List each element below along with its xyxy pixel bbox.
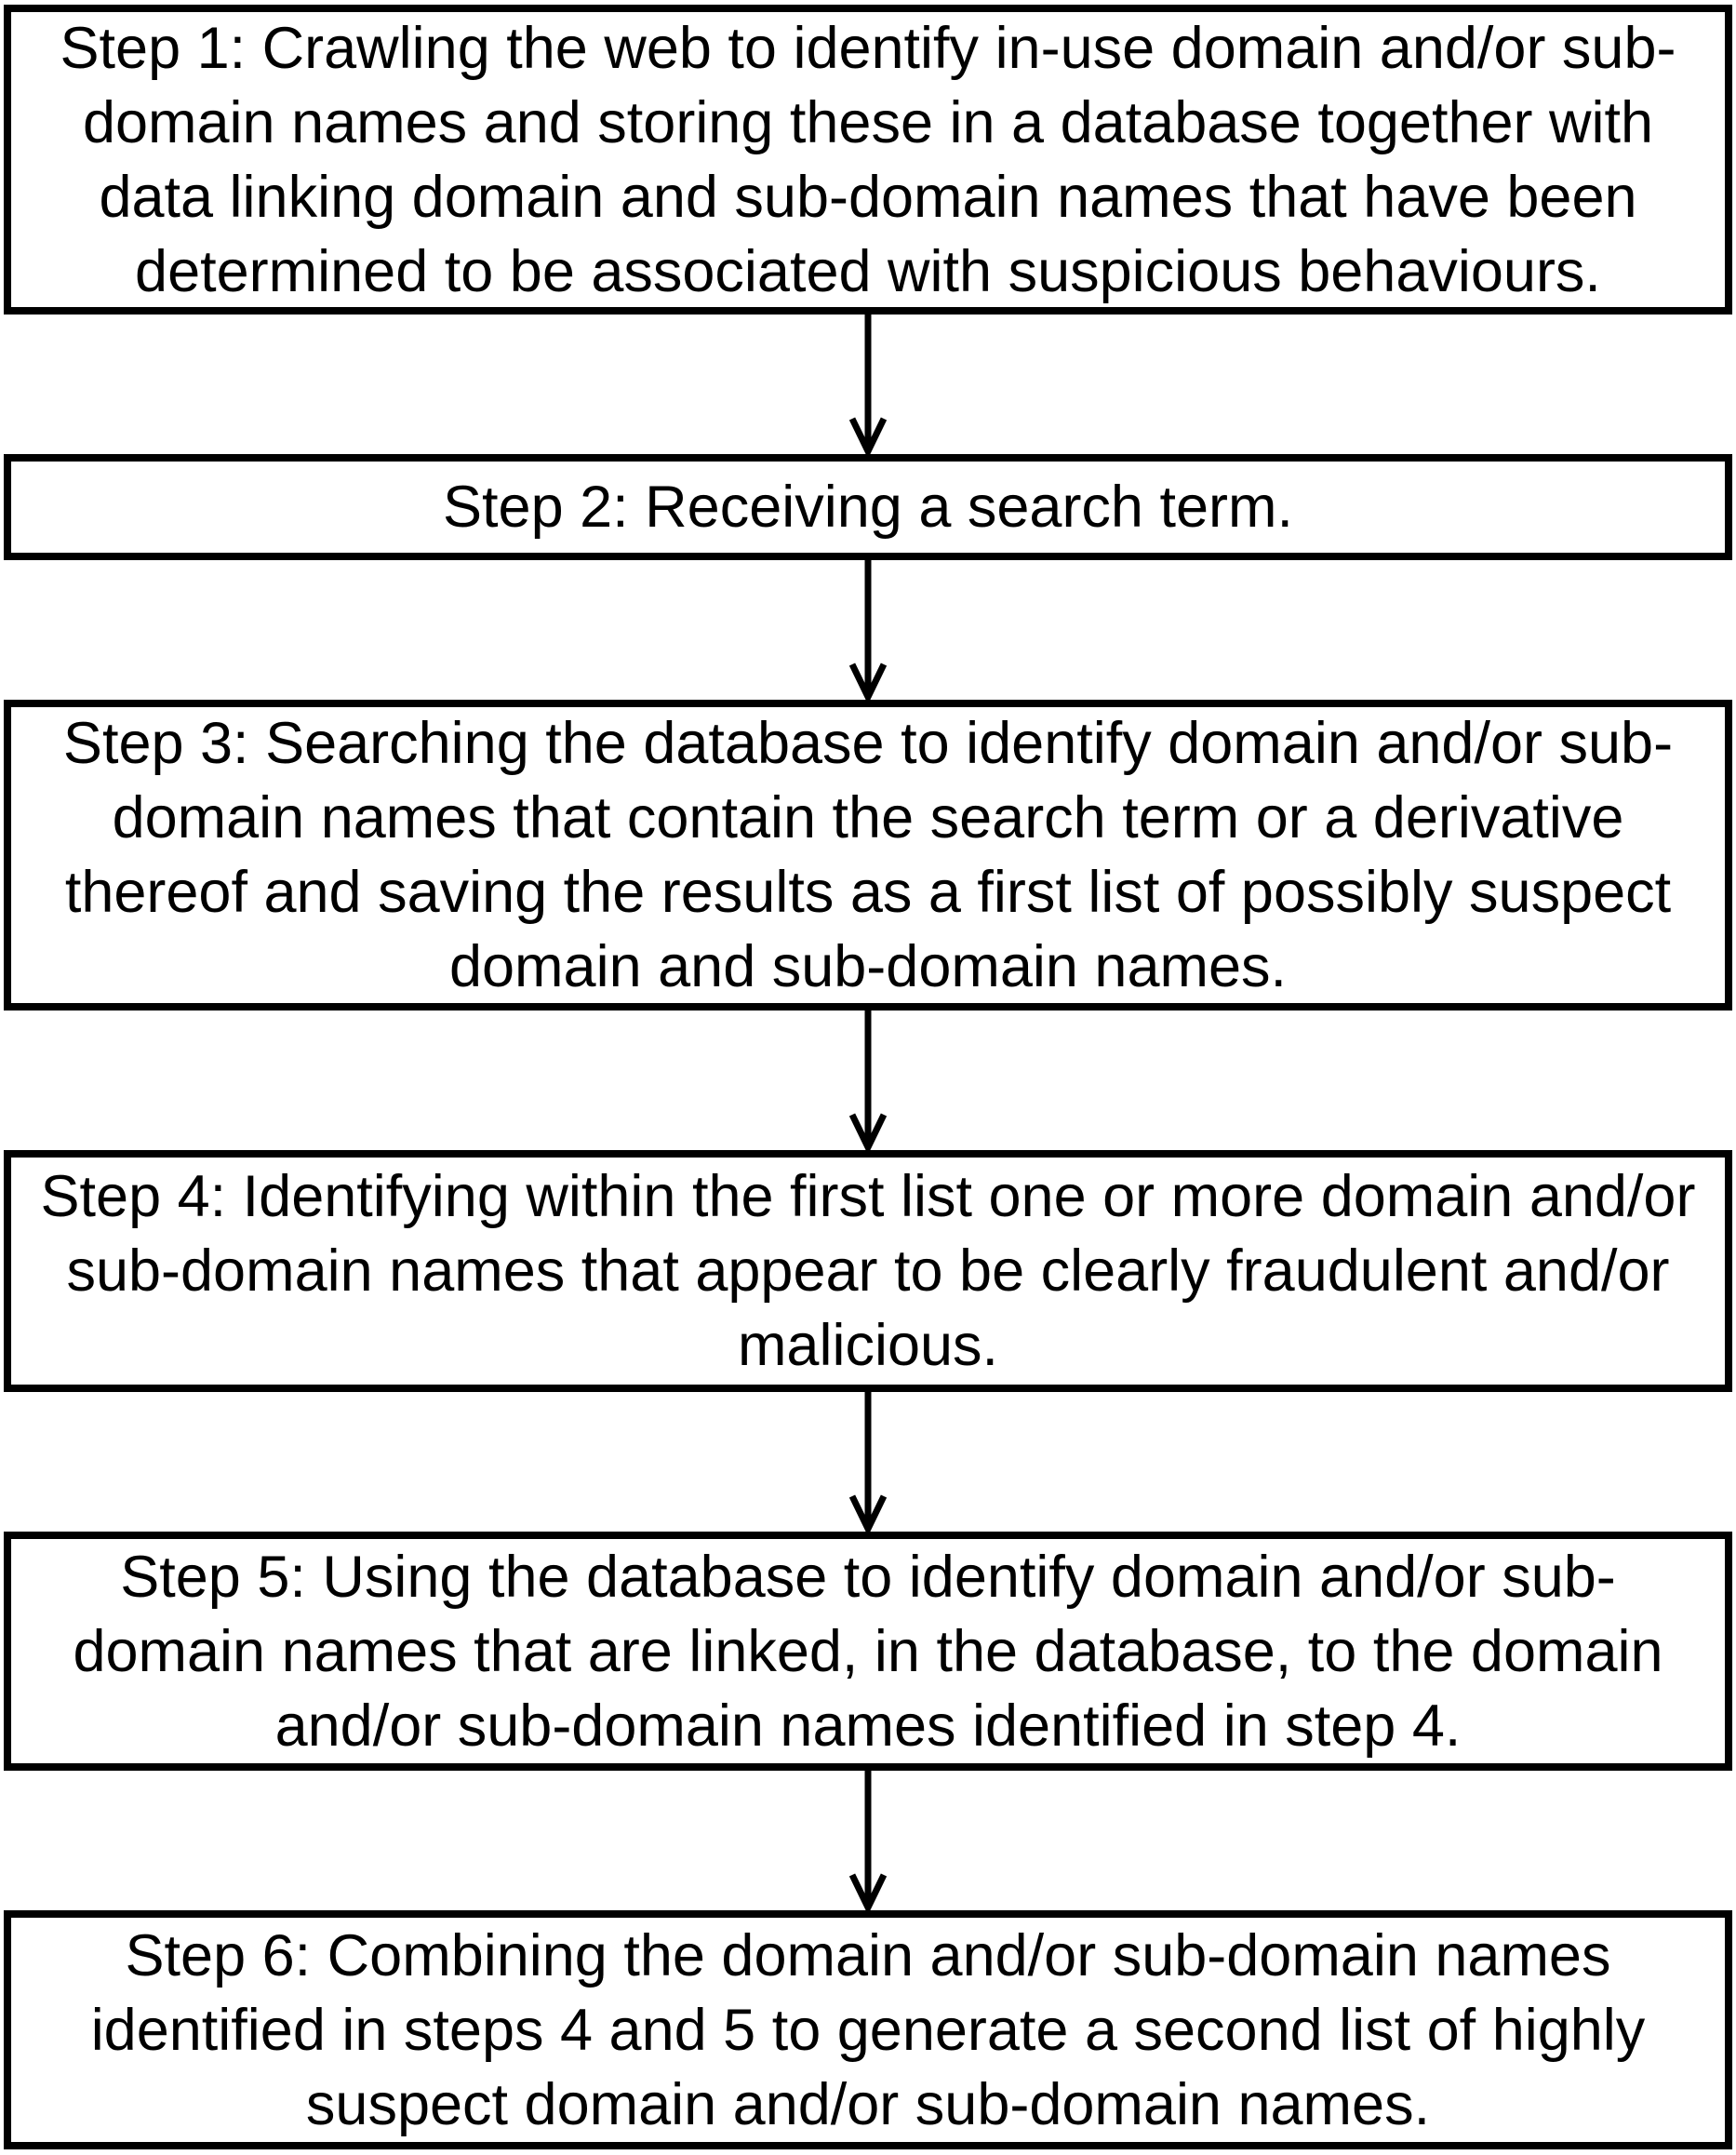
arrow-down-icon [848, 315, 888, 454]
arrow-down-icon [848, 1771, 888, 1910]
step-1-text: Step 1: Crawling the web to identify in-… [60, 15, 1676, 304]
step-5-box: Step 5: Using the database to identify d… [4, 1532, 1732, 1771]
step-5-text: Step 5: Using the database to identify d… [73, 1544, 1663, 1759]
step-6-text: Step 6: Combining the domain and/or sub-… [90, 1922, 1646, 2137]
connector-2 [4, 560, 1732, 700]
step-3-text: Step 3: Searching the database to identi… [62, 711, 1674, 999]
step-1-box: Step 1: Crawling the web to identify in-… [4, 5, 1732, 315]
step-6-box: Step 6: Combining the domain and/or sub-… [4, 1910, 1732, 2149]
connector-4 [4, 1392, 1732, 1532]
arrow-down-icon [848, 1011, 888, 1150]
step-3-box: Step 3: Searching the database to identi… [4, 700, 1732, 1011]
arrow-down-icon [848, 560, 888, 700]
step-2-text: Step 2: Receiving a search term. [443, 475, 1293, 540]
flowchart: Step 1: Crawling the web to identify in-… [4, 5, 1732, 2149]
step-2-box: Step 2: Receiving a search term. [4, 454, 1732, 560]
arrow-down-icon [848, 1392, 888, 1532]
connector-1 [4, 315, 1732, 454]
connector-5 [4, 1771, 1732, 1910]
step-4-text: Step 4: Identifying within the first lis… [40, 1164, 1696, 1378]
connector-3 [4, 1011, 1732, 1150]
step-4-box: Step 4: Identifying within the first lis… [4, 1150, 1732, 1392]
